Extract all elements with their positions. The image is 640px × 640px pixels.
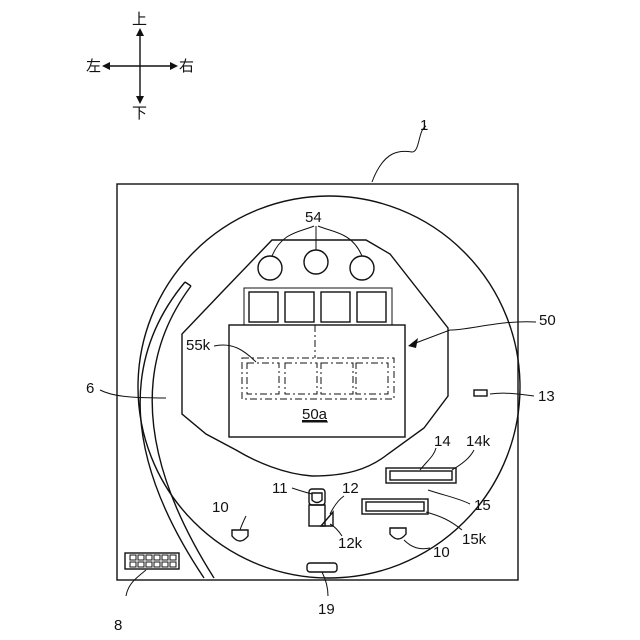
label-13: 13 bbox=[538, 388, 555, 405]
slot-19 bbox=[307, 563, 337, 572]
pin-10 bbox=[154, 562, 160, 567]
part-11-inner bbox=[312, 493, 322, 503]
direction-up-label: 上 bbox=[132, 10, 147, 28]
label-6: 6 bbox=[86, 380, 94, 397]
label-12k: 12k bbox=[338, 535, 363, 552]
label-55k: 55k bbox=[186, 337, 211, 354]
rail-top-cap bbox=[185, 282, 191, 286]
leader-6 bbox=[100, 390, 166, 398]
arrow-right-icon bbox=[170, 62, 178, 70]
leader-15k bbox=[426, 512, 462, 530]
window-square-4 bbox=[357, 292, 386, 322]
leader-14 bbox=[420, 448, 436, 470]
window-square-1 bbox=[249, 292, 278, 322]
label-10-right: 10 bbox=[433, 544, 450, 561]
leader-10-right bbox=[404, 540, 430, 549]
rail-inner-curve bbox=[140, 282, 204, 578]
window-square-3 bbox=[321, 292, 350, 322]
pin-5 bbox=[162, 555, 168, 560]
leader-1 bbox=[372, 126, 426, 182]
rail-outer-curve bbox=[152, 286, 214, 578]
label-50: 50 bbox=[539, 312, 556, 329]
arrow-left-icon bbox=[102, 62, 110, 70]
arrow-up-icon bbox=[136, 28, 144, 36]
leader-14k bbox=[452, 450, 474, 470]
direction-right-label: 右 bbox=[179, 57, 194, 75]
pin-6 bbox=[170, 555, 176, 560]
part-12-flap bbox=[321, 512, 333, 526]
leader-50-arrow-icon bbox=[408, 338, 418, 348]
label-14k: 14k bbox=[466, 433, 491, 450]
arrow-down-icon bbox=[136, 96, 144, 104]
bar-14 bbox=[386, 468, 456, 483]
cup-10-right bbox=[390, 528, 406, 539]
direction-down-label: 下 bbox=[132, 104, 147, 122]
lamp-circle-left bbox=[258, 256, 282, 280]
pin-2 bbox=[138, 555, 144, 560]
slot-13 bbox=[474, 390, 487, 396]
pin-1 bbox=[130, 555, 136, 560]
cup-10-left bbox=[232, 530, 248, 541]
pin-9 bbox=[146, 562, 152, 567]
label-54: 54 bbox=[305, 209, 322, 226]
leader-54-left bbox=[272, 226, 314, 256]
bar-14-inner bbox=[390, 471, 452, 480]
pin-11 bbox=[162, 562, 168, 567]
window-square-2 bbox=[285, 292, 314, 322]
label-50a: 50a bbox=[302, 406, 328, 423]
lamp-circle-center bbox=[304, 250, 328, 274]
connector-8 bbox=[125, 553, 179, 569]
leader-19 bbox=[322, 572, 328, 596]
bar-15 bbox=[362, 499, 428, 514]
label-19: 19 bbox=[318, 601, 335, 618]
direction-compass: 上 下 左 右 bbox=[86, 10, 194, 122]
label-10-left: 10 bbox=[212, 499, 229, 516]
bar-15-inner bbox=[366, 502, 424, 511]
pin-12 bbox=[170, 562, 176, 567]
label-12: 12 bbox=[342, 480, 359, 497]
leader-15 bbox=[428, 490, 470, 504]
label-8: 8 bbox=[114, 617, 122, 634]
window-bracket-outline bbox=[244, 288, 392, 325]
pin-7 bbox=[130, 562, 136, 567]
part-12-body bbox=[309, 505, 325, 526]
direction-left-label: 左 bbox=[86, 57, 101, 75]
leader-12 bbox=[330, 496, 344, 514]
label-14: 14 bbox=[434, 433, 451, 450]
leader-13 bbox=[490, 393, 534, 396]
label-15k: 15k bbox=[462, 531, 487, 548]
pin-8 bbox=[138, 562, 144, 567]
pin-3 bbox=[146, 555, 152, 560]
leader-10-left bbox=[240, 516, 246, 530]
leader-54-right bbox=[318, 226, 362, 256]
lamp-circle-right bbox=[350, 256, 374, 280]
label-1: 1 bbox=[420, 117, 428, 134]
leader-8 bbox=[126, 570, 146, 596]
pin-4 bbox=[154, 555, 160, 560]
label-11: 11 bbox=[272, 480, 288, 497]
label-15: 15 bbox=[474, 497, 491, 514]
